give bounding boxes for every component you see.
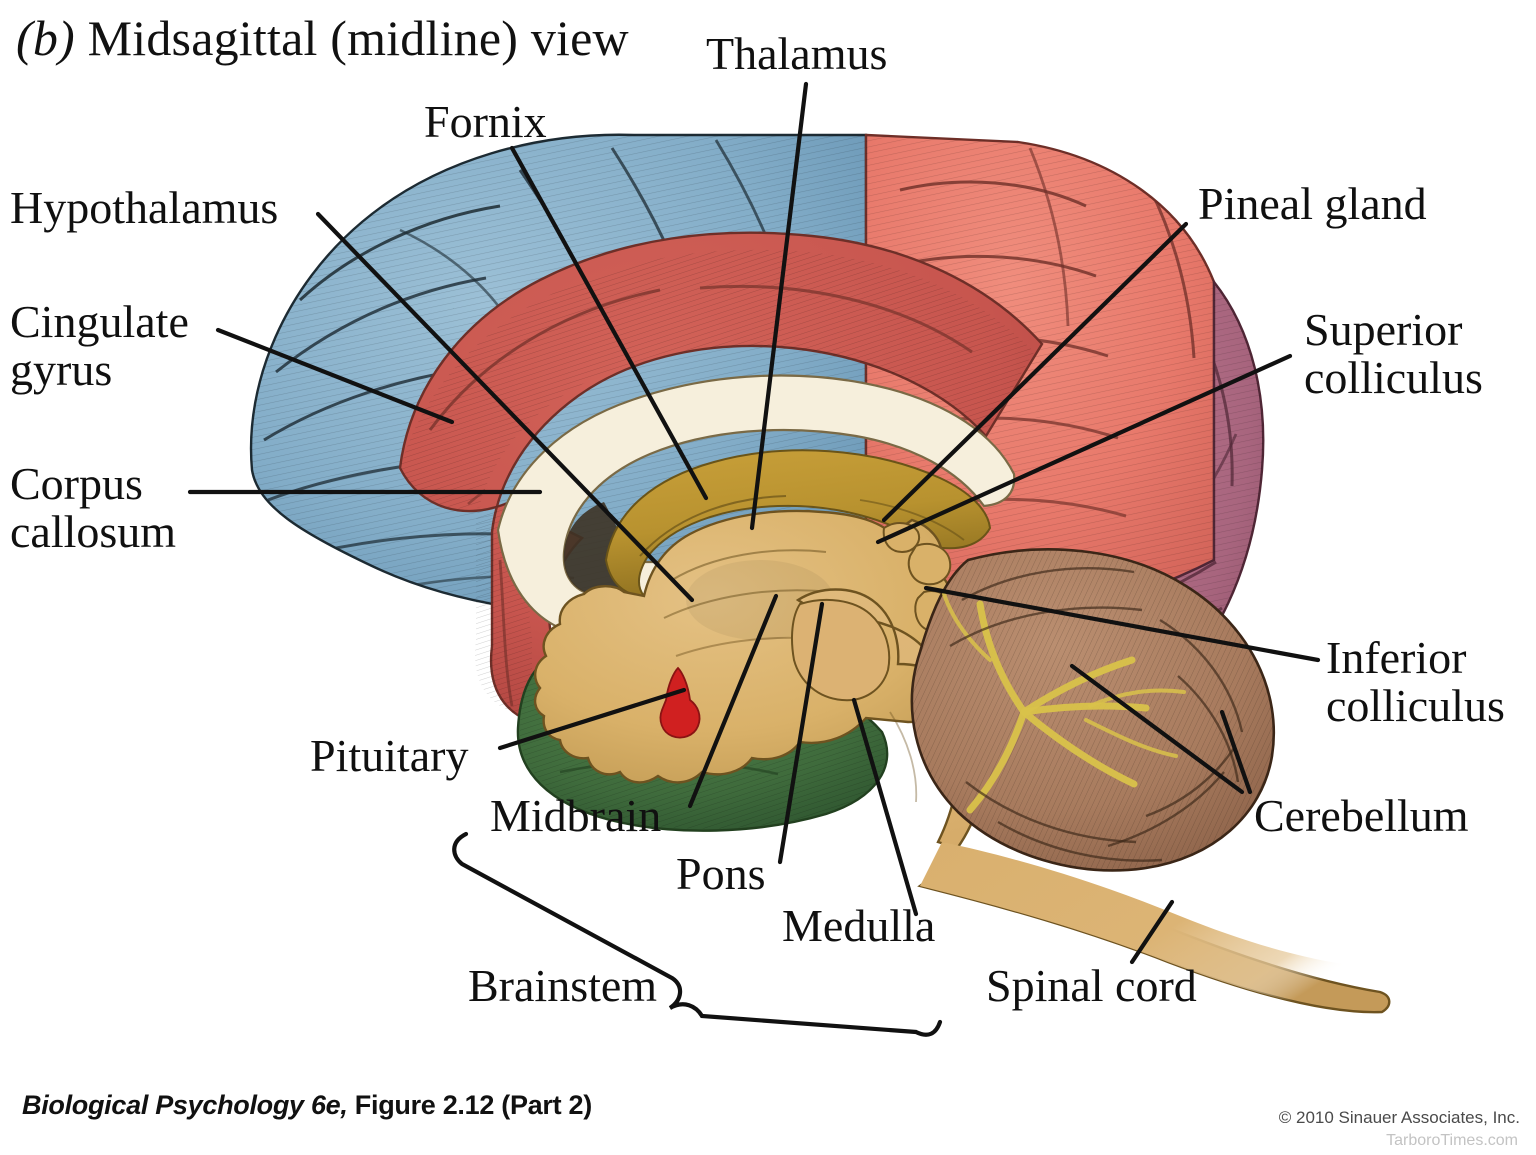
- watermark: TarboroTimes.com: [1386, 1132, 1518, 1149]
- leader-spinal-cord: [1129, 899, 1175, 965]
- label-hypothalamus: Hypothalamus: [10, 182, 279, 233]
- leader-lines: [187, 81, 1321, 965]
- copyright-notice: © 2010 Sinauer Associates, Inc.: [1278, 1108, 1520, 1127]
- leader-cingulate-gyrus: [215, 327, 455, 425]
- thalamus-and-midbrain: [533, 509, 976, 784]
- figure-credit-number: Figure 2.12 (Part 2): [347, 1090, 592, 1120]
- label-pineal-gland: Pineal gland: [1198, 178, 1427, 229]
- leader-pons: [777, 601, 825, 865]
- fornix: [604, 449, 992, 598]
- label-pons: Pons: [676, 848, 766, 899]
- label-corpus-callosum: Corpus callosum: [10, 458, 177, 557]
- pineal-gland-shape: [882, 522, 920, 554]
- leader-superior-colliculus: [875, 353, 1293, 545]
- label-brainstem: Brainstem: [468, 960, 658, 1011]
- leader-midbrain: [687, 593, 779, 809]
- leader-fornix: [509, 145, 709, 501]
- parietal-lobe: [864, 133, 1216, 624]
- leader-cerebellum-a: [1069, 663, 1245, 795]
- panel-title-text: Midsagittal (midline) view: [87, 10, 629, 66]
- cingulate-gyrus: [398, 231, 1044, 728]
- label-midbrain: Midbrain: [490, 790, 662, 841]
- label-spinal-cord: Spinal cord: [986, 960, 1197, 1011]
- occipital-lobe: [997, 278, 1265, 746]
- label-superior-colliculus: Superior colliculus: [1304, 304, 1483, 403]
- figure-credit-book: Biological Psychology 6e,: [22, 1090, 348, 1120]
- leader-hypothalamus: [315, 211, 695, 603]
- label-thalamus: Thalamus: [706, 28, 888, 79]
- label-fornix: Fornix: [424, 96, 547, 147]
- frontal-lobe: [249, 133, 868, 616]
- inferior-colliculus-shape: [914, 590, 956, 632]
- leader-thalamus: [749, 81, 809, 531]
- leader-pineal-gland: [881, 221, 1189, 523]
- panel-letter: (b): [16, 10, 75, 66]
- cerebellum: [910, 548, 1276, 872]
- leader-inferior-colliculus: [923, 585, 1321, 663]
- page-title: (b) Midsagittal (midline) view: [16, 12, 629, 65]
- label-cingulate-gyrus: Cingulate gyrus: [10, 296, 189, 395]
- label-inferior-colliculus: Inferior colliculus: [1326, 632, 1505, 731]
- corpus-callosum: [496, 374, 1016, 638]
- leader-pituitary: [497, 687, 687, 751]
- label-cerebellum: Cerebellum: [1254, 790, 1469, 841]
- figure-credit: Biological Psychology 6e, Figure 2.12 (P…: [22, 1090, 592, 1121]
- superior-colliculus-shape: [907, 543, 952, 586]
- label-pituitary: Pituitary: [310, 730, 469, 781]
- label-medulla: Medulla: [782, 900, 936, 951]
- pituitary-gland: [659, 666, 701, 739]
- pons-shape: [791, 598, 891, 702]
- leader-cerebellum-b: [1219, 709, 1253, 795]
- leader-medulla: [851, 697, 919, 917]
